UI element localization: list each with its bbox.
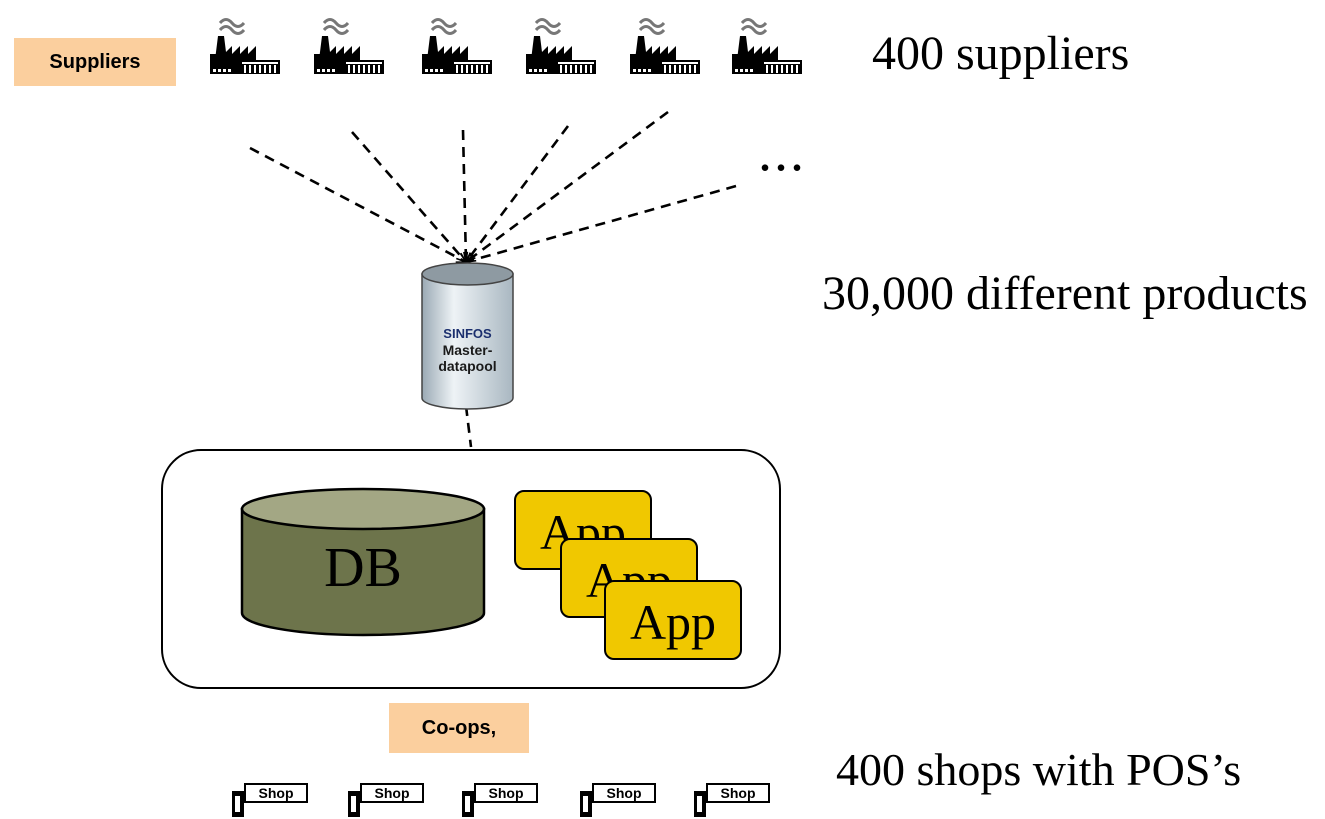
supplier-line-1 xyxy=(249,146,468,264)
shops-count: 400 shops with POS’s xyxy=(836,744,1242,795)
suppliers-count: 400 suppliers xyxy=(872,27,1130,80)
factory-icon xyxy=(628,14,700,76)
cylinder-icon xyxy=(240,487,486,637)
shop-icon: Shop xyxy=(694,775,770,817)
app-card: App xyxy=(604,580,742,660)
shop-icon: Shop xyxy=(462,775,538,817)
supplier-line-2 xyxy=(351,131,468,264)
shop-label: Shop xyxy=(474,783,538,803)
coops-label: Co-ops, xyxy=(389,703,529,753)
shop-icon: Shop xyxy=(232,775,308,817)
supplier-line-4 xyxy=(464,125,570,264)
shop-label: Shop xyxy=(706,783,770,803)
app-label: App xyxy=(629,594,717,650)
factory-icon xyxy=(420,14,492,76)
db-cylinder: DB xyxy=(240,487,486,637)
shop-icon: Shop xyxy=(348,775,424,817)
pool-label-line1: Master- xyxy=(442,342,493,358)
cylinder-icon xyxy=(421,262,514,410)
supplier-line-3 xyxy=(460,129,472,264)
shop-label: Shop xyxy=(244,783,308,803)
db-label: DB xyxy=(324,537,402,599)
factory-icon xyxy=(208,14,280,76)
shop-label: Shop xyxy=(360,783,424,803)
suppliers-label: Suppliers xyxy=(14,38,176,86)
pool-label-line2: datapool xyxy=(438,358,497,374)
supplier-line-5 xyxy=(464,110,669,264)
shop-icon: Shop xyxy=(580,775,656,817)
factory-icon xyxy=(524,14,596,76)
products-count: 30,000 different products xyxy=(822,267,1308,320)
pool-to-system-line xyxy=(464,405,473,448)
factory-icon xyxy=(730,14,802,76)
shop-label: Shop xyxy=(592,783,656,803)
more-suppliers-ellipsis: ... xyxy=(758,121,806,183)
factory-icon xyxy=(312,14,384,76)
masterdatapool-cylinder: SINFOS Master- datapool xyxy=(420,262,515,412)
sinfos-brand: SINFOS xyxy=(443,326,492,341)
supplier-line-6 xyxy=(464,184,737,266)
